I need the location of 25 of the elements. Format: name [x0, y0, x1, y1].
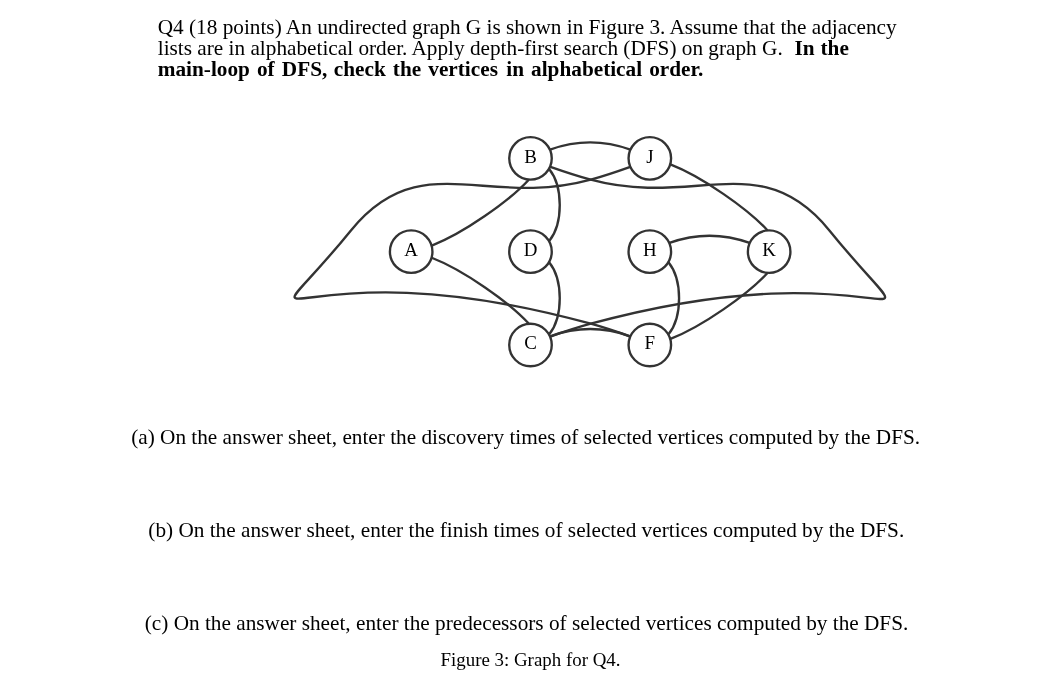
label: Q4 (18 points) An undirected graph G is shown in Figure 3. Assume that the adjacency lists are in alphabetical order. Apply depth-first search (DFS) on graph G. In the main-loop of DFS, check the vertices in alphabetical order.: [157, 14, 897, 82]
node-circle: B: [508, 135, 553, 181]
connector: [294, 165, 631, 338]
caption: Figure 3: Graph for Q4.: [440, 649, 621, 671]
node-circle: H: [627, 229, 673, 275]
node-circle: C: [508, 322, 553, 368]
label: (c) On the answer sheet, enter the predecessors of selected vertices computed by the DFS.: [144, 611, 909, 636]
node-circle: D: [508, 229, 553, 275]
connector: [670, 272, 769, 340]
connector: [669, 234, 751, 245]
connector: [549, 141, 631, 151]
connector: [431, 256, 530, 325]
label: (b) On the answer sheet, enter the finish times of selected vertices computed by the DFS.: [148, 517, 905, 542]
connector: [550, 165, 885, 338]
connector: [548, 261, 561, 335]
node-circle: J: [627, 135, 673, 181]
connector: [669, 163, 769, 232]
connector: [549, 327, 631, 338]
connector: [431, 178, 530, 247]
node-circle: K: [746, 229, 792, 275]
label: (a) On the answer sheet, enter the discovery times of selected vertices computed by the DFS.: [131, 424, 921, 449]
connector: [548, 168, 561, 242]
node-circle: F: [627, 322, 673, 368]
connector: [667, 261, 681, 335]
node-circle: A: [388, 229, 434, 275]
